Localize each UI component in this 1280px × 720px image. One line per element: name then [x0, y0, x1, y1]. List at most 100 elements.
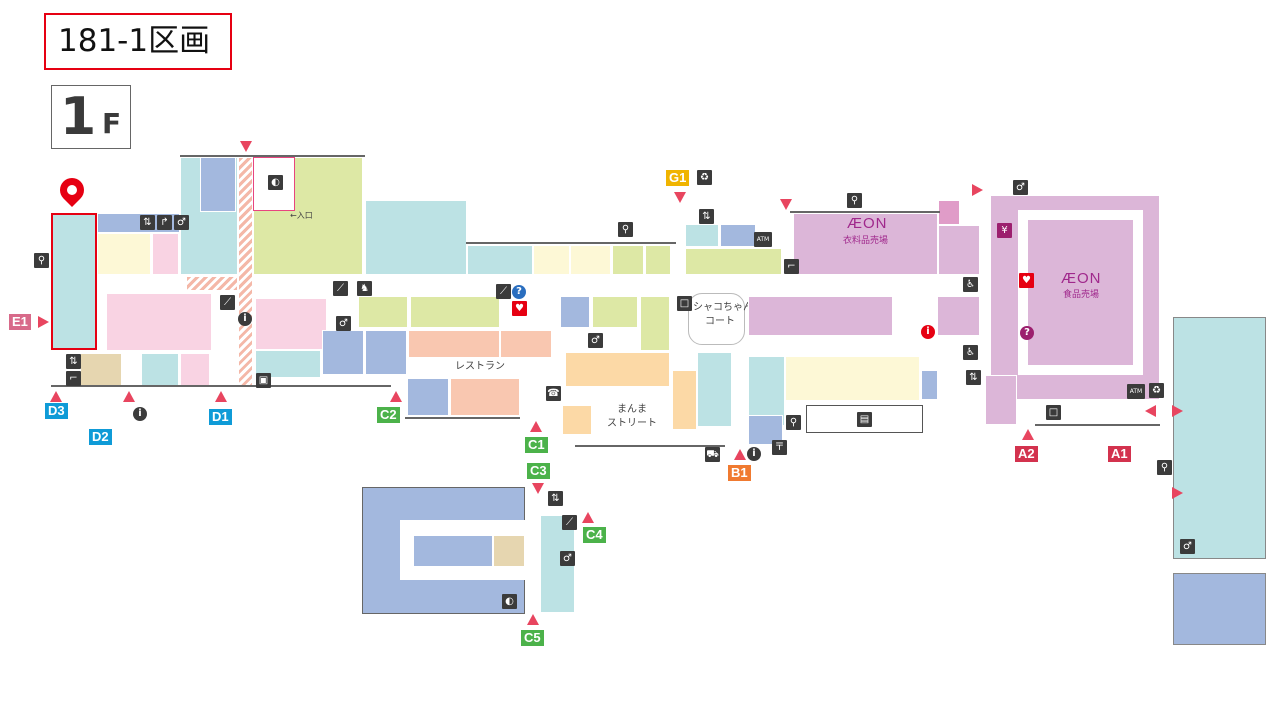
water-fountain-icon: ↱ [157, 215, 172, 230]
zone[interactable] [697, 352, 732, 427]
zone-181-1[interactable] [51, 213, 97, 350]
zone[interactable] [938, 225, 980, 275]
atm-icon: ATM [1127, 384, 1145, 399]
entrance-c5[interactable]: C5 [521, 630, 544, 646]
zone[interactable] [410, 296, 500, 328]
entrance-d1[interactable]: D1 [209, 409, 232, 425]
entrance-c4[interactable]: C4 [583, 527, 606, 543]
wall [1035, 424, 1160, 426]
entrance-g1[interactable]: G1 [666, 170, 690, 186]
section-title: 181-1区画 [44, 13, 232, 70]
help-icon[interactable]: ? [512, 285, 526, 299]
zone[interactable] [80, 353, 122, 386]
baby-room-icon: ◐ [268, 175, 283, 190]
zone[interactable] [645, 245, 671, 275]
entrance-d2[interactable]: D2 [89, 429, 112, 445]
entrance-arrow [972, 184, 983, 196]
aeon-clothing-area[interactable] [793, 213, 938, 275]
info-icon[interactable]: i [133, 407, 147, 421]
zone[interactable] [180, 353, 210, 386]
zone[interactable] [785, 356, 920, 401]
wheelchair-icon: ♿ [963, 345, 978, 360]
zone[interactable] [365, 330, 407, 375]
entrance-a1[interactable]: A1 [1108, 446, 1131, 462]
zone-east-lower[interactable] [1173, 573, 1266, 645]
bicycle-parking-icon: ⚲ [34, 253, 49, 268]
wall [466, 242, 676, 244]
zone[interactable] [685, 248, 782, 275]
zone[interactable] [570, 245, 611, 275]
aeon-logo: ÆON [847, 215, 888, 232]
aeon-logo: ÆON [1061, 270, 1102, 287]
zone[interactable] [560, 296, 590, 328]
stairs-icon: ⌐ [784, 259, 799, 274]
zone[interactable] [365, 200, 467, 275]
zone[interactable] [493, 535, 525, 567]
zone[interactable] [200, 157, 236, 212]
elevator-icon: ⇅ [548, 491, 563, 506]
zone-restaurant[interactable] [500, 330, 552, 358]
zone[interactable] [685, 224, 719, 247]
zone[interactable] [533, 245, 570, 275]
stairs-icon: ⌐ [66, 371, 81, 386]
yen-exchange-icon: ¥ [997, 223, 1012, 238]
zone[interactable] [937, 296, 980, 336]
entrance-arrow [390, 391, 402, 402]
zone[interactable] [921, 370, 938, 400]
atm-icon: ATM [754, 232, 772, 247]
court-label: コート [705, 316, 735, 327]
entrance-e1[interactable]: E1 [9, 314, 31, 330]
zone[interactable] [450, 378, 520, 416]
info-icon[interactable]: i [921, 325, 935, 339]
zone[interactable] [748, 356, 785, 426]
entrance-d3[interactable]: D3 [45, 403, 68, 419]
zone[interactable] [592, 296, 638, 328]
zone[interactable] [106, 293, 212, 351]
restroom-icon: ♂ [336, 316, 351, 331]
restroom-icon: ♂ [174, 215, 189, 230]
entrance-b1[interactable]: B1 [728, 465, 751, 481]
court-octagon[interactable] [688, 293, 745, 345]
food-aisle [1018, 210, 1143, 375]
zone[interactable] [467, 245, 533, 275]
zone-street[interactable] [565, 352, 670, 387]
wall [51, 385, 391, 387]
zone-street[interactable] [562, 405, 592, 435]
zone-street[interactable] [672, 370, 697, 430]
entrance-arrow [780, 199, 792, 210]
aed-icon: ♥ [1019, 273, 1034, 288]
zone-restaurant[interactable] [408, 330, 500, 358]
zone[interactable] [152, 233, 179, 275]
zone[interactable] [720, 224, 756, 247]
aed-icon: ♥ [512, 301, 527, 316]
zone[interactable] [985, 375, 1017, 425]
zone[interactable] [748, 296, 893, 336]
kids-ride-icon: ♞ [357, 281, 372, 296]
zone[interactable] [413, 535, 493, 567]
zone-east[interactable] [1173, 317, 1266, 559]
zone[interactable] [97, 233, 151, 275]
zone[interactable] [612, 245, 644, 275]
entrance-c1[interactable]: C1 [525, 437, 548, 453]
entrance-arrow [215, 391, 227, 402]
entrance-arrow [38, 316, 49, 328]
escalator-icon: ⟋ [333, 281, 348, 296]
zone[interactable] [141, 353, 179, 386]
entrance-arrow [674, 192, 686, 203]
zone[interactable] [640, 296, 670, 351]
info-icon[interactable]: i [238, 312, 252, 326]
car-icon: ⛟ [705, 447, 720, 462]
street-label: まんま [617, 404, 647, 415]
zone[interactable] [358, 296, 408, 328]
zone[interactable] [938, 200, 960, 225]
entrance-a2[interactable]: A2 [1015, 446, 1038, 462]
zone[interactable] [407, 378, 449, 416]
entrance-c2[interactable]: C2 [377, 407, 400, 423]
info-icon[interactable]: i [747, 447, 761, 461]
wall [405, 417, 520, 419]
zone[interactable] [255, 298, 327, 350]
escalator-icon: ⟋ [562, 515, 577, 530]
entrance-c3[interactable]: C3 [527, 463, 550, 479]
zone[interactable] [322, 330, 364, 375]
help-icon[interactable]: ? [1020, 326, 1034, 340]
